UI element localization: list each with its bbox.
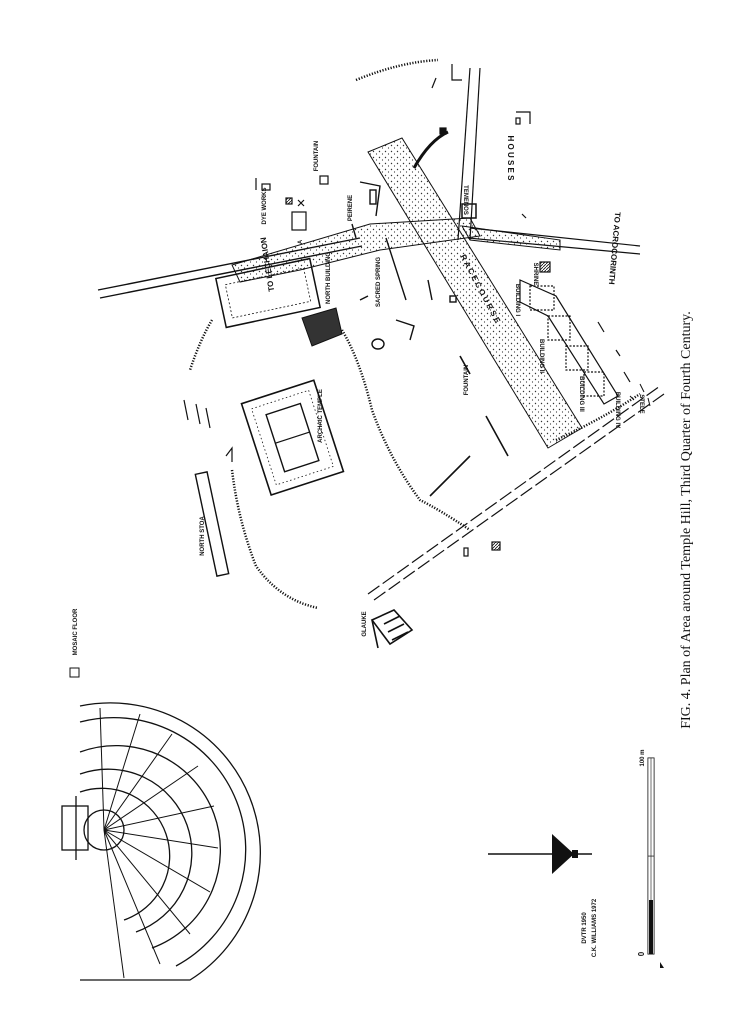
- glauke-road: [367, 385, 665, 601]
- label-letter-a: A: [298, 239, 304, 244]
- north-building: [214, 257, 322, 329]
- houses-remains: [431, 64, 531, 219]
- glauke-fountain: [370, 609, 414, 649]
- credit-line-1: DVTR 1950: [582, 912, 588, 944]
- sacred-spring-structure: [359, 237, 457, 350]
- label-dye-works: DYE WORKS: [262, 187, 268, 224]
- label-north-stoa: NORTH STOA: [200, 516, 206, 556]
- label-north-building: NORTH BUILDING: [326, 252, 332, 304]
- peirene-structure: [351, 181, 381, 239]
- scale-bar: 0 100 m: [637, 749, 664, 968]
- label-stele: STELE: [638, 394, 644, 413]
- dye-works-structure: [255, 178, 307, 231]
- label-to-acrocorinth: TO ACROCORINTH: [607, 212, 622, 286]
- fountain-mid-walls: [429, 355, 509, 497]
- label-peirene: PEIRENE: [348, 195, 354, 221]
- stele-marks: [629, 383, 651, 407]
- temenos-wall: [412, 130, 449, 169]
- north-stoa: [194, 471, 230, 577]
- label-building-2: BUILDING II: [538, 339, 544, 373]
- theatre-plan: [61, 702, 261, 981]
- temenos-structure: [461, 203, 477, 219]
- archaic-temple: [240, 379, 345, 497]
- north-road: [457, 67, 481, 241]
- buildings-complex: [519, 261, 631, 405]
- legend-mosaic-floor-label: MOSAIC FLOOR: [73, 608, 79, 655]
- mosaic-floor-swatch: [69, 667, 80, 678]
- label-archaic-temple: ARCHAIC TEMPLE: [318, 389, 324, 443]
- label-sacred-spring: SACRED SPRING: [376, 257, 382, 307]
- north-arrow-icon: [488, 834, 592, 874]
- label-houses: H O U S E S: [506, 136, 515, 182]
- misc-remains: [183, 399, 501, 557]
- label-shrine: SHRINE: [532, 263, 538, 286]
- map-content: TO LECHAION TO ACROCORINTH H O U S E S R…: [61, 58, 694, 981]
- scarp-lines: [188, 58, 641, 610]
- label-building-4: BUILDING IV: [614, 392, 620, 428]
- legend-mosaic-floor: MOSAIC FLOOR: [69, 608, 80, 678]
- plaza-stipple: [231, 217, 481, 283]
- label-fountain-top: FOUNTAIN: [314, 141, 320, 172]
- label-glauke: GLAUKE: [362, 611, 368, 636]
- fountain-top-structure: [319, 175, 329, 185]
- dark-building: [301, 307, 343, 347]
- label-fountain-mid: FOUNTAIN: [464, 365, 470, 396]
- credit-line-2: C.K. WILLIAMS 1972: [592, 898, 598, 957]
- label-building-3: BUILDING III: [578, 376, 584, 412]
- scale-zero-label: 0: [637, 951, 646, 956]
- figure-caption: FIG. 4. Plan of Area around Temple Hill,…: [679, 311, 694, 729]
- label-building-1: BUILDING I: [514, 284, 520, 317]
- acrocorinth-path-stipple: [461, 225, 561, 251]
- label-temenos: TEMENOS: [462, 185, 468, 215]
- scale-hundred-label: 100 m: [640, 749, 646, 766]
